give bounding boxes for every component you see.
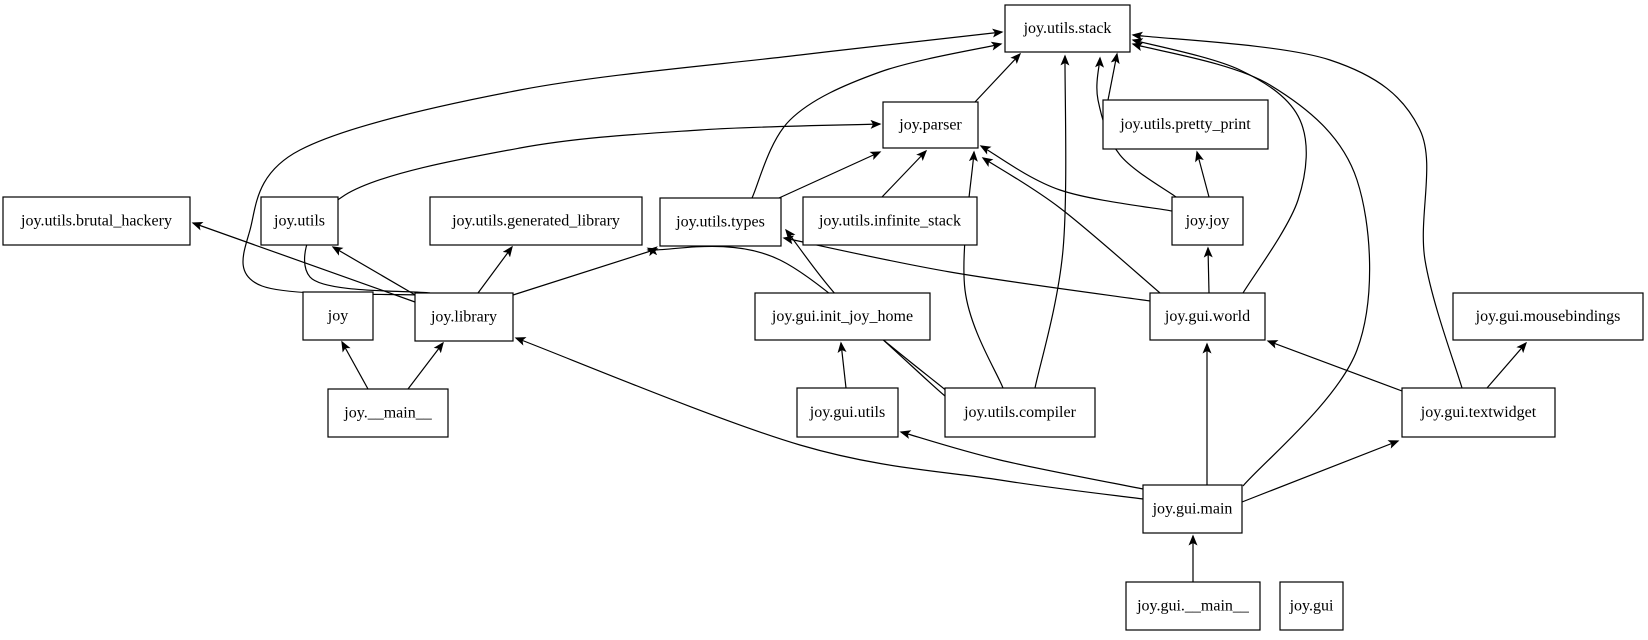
node-box xyxy=(1125,581,1261,631)
edge-joy-gui-world-to-joy-joy xyxy=(1203,246,1213,294)
node-label: joy.utils.pretty_print xyxy=(1119,116,1251,133)
edges-layer xyxy=(191,28,1527,582)
node-label: joy.utils.compiler xyxy=(963,404,1077,421)
node-box xyxy=(1279,581,1344,631)
edge-joy-utils-types-to-joy-parser xyxy=(778,151,882,199)
node-joy-gui-mousebindings: joy.gui.mousebindings xyxy=(1452,292,1644,341)
node-joy-gui: joy.gui xyxy=(1279,581,1344,631)
node-label: joy.gui.world xyxy=(1164,308,1250,325)
node-box xyxy=(882,101,979,149)
node-joy-gui-__main__: joy.gui.__main__ xyxy=(1125,581,1261,631)
node-joy-utils-stack: joy.utils.stack xyxy=(1004,4,1131,53)
node-label: joy.library xyxy=(430,309,497,326)
node-box xyxy=(1171,196,1244,246)
node-label: joy.__main__ xyxy=(343,405,432,422)
node-joy-utils-infinite_stack: joy.utils.infinite_stack xyxy=(802,196,978,246)
edge-joy-gui-main-to-joy-library xyxy=(514,337,1144,500)
node-joy-joy: joy.joy xyxy=(1171,196,1244,246)
edge-joy-library-to-joy-utils xyxy=(331,246,418,297)
node-joy-gui-world: joy.gui.world xyxy=(1149,292,1266,341)
edge-joy-utils-compiler-to-joy-utils-generated_library xyxy=(646,245,946,397)
edge-joy-joy-to-joy-utils-pretty_print xyxy=(1195,150,1210,198)
node-box xyxy=(414,292,514,342)
node-label: joy xyxy=(327,308,348,325)
node-label: joy.gui.__main__ xyxy=(1136,598,1250,615)
edge-joy-gui-world-to-joy-utils-stack xyxy=(1131,38,1307,294)
node-joy-gui-main: joy.gui.main xyxy=(1142,484,1243,534)
node-label: joy.parser xyxy=(898,117,962,134)
node-box xyxy=(429,196,643,246)
node-box xyxy=(1452,292,1644,341)
edge-joy-gui-world-to-joy-utils-types xyxy=(782,235,1151,302)
edge-joy-gui-utils-to-joy-gui-init_joy_home xyxy=(837,341,847,389)
node-box xyxy=(327,388,449,438)
node-box xyxy=(2,196,191,246)
edge-joy-library-to-joy-utils-stack xyxy=(242,28,1004,296)
edge-joy-utils-infinite_stack-to-joy-parser xyxy=(881,149,928,198)
node-box xyxy=(1004,4,1131,53)
node-joy-gui-textwidget: joy.gui.textwidget xyxy=(1401,387,1556,438)
edge-joy-gui-main-to-joy-gui-textwidget xyxy=(1241,440,1400,503)
node-joy-utils-types: joy.utils.types xyxy=(659,197,782,247)
edge-joy-library-to-joy-utils-types xyxy=(512,247,659,296)
edge-joy-library-to-joy-parser xyxy=(303,119,882,294)
edge-joy-joy-to-joy-parser xyxy=(979,145,1173,212)
edge-joy-library-to-joy-utils-generated_library xyxy=(477,245,513,294)
node-joy-utils-pretty_print: joy.utils.pretty_print xyxy=(1102,99,1269,150)
node-label: joy.gui.mousebindings xyxy=(1475,308,1621,325)
node-label: joy.utils.generated_library xyxy=(451,213,620,230)
node-box xyxy=(796,387,899,438)
edge-joy-utils-types-to-joy-utils-stack xyxy=(751,41,1003,199)
edge-joy-gui-main-to-joy-utils-stack xyxy=(1131,42,1371,487)
node-box xyxy=(659,197,782,247)
node-label: joy.gui.init_joy_home xyxy=(771,308,913,325)
edge-joy-__main__-to-joy xyxy=(341,340,369,390)
edge-joy-utils-compiler-to-joy-utils-stack xyxy=(1034,54,1070,389)
node-joy-utils-compiler: joy.utils.compiler xyxy=(944,387,1096,438)
node-joy-gui-init_joy_home: joy.gui.init_joy_home xyxy=(754,292,931,341)
node-joy-utils-generated_library: joy.utils.generated_library xyxy=(429,196,643,246)
edge-joy-gui-textwidget-to-joy-gui-mousebindings xyxy=(1486,341,1527,389)
node-label: joy.utils.infinite_stack xyxy=(818,213,961,230)
node-label: joy.utils.stack xyxy=(1023,20,1112,37)
node-joy-library: joy.library xyxy=(414,292,514,342)
node-box xyxy=(802,196,978,246)
node-box xyxy=(260,196,339,246)
node-label: joy.utils xyxy=(273,213,325,230)
edge-joy-gui-textwidget-to-joy-gui-world xyxy=(1266,340,1403,392)
edge-joy-utils-compiler-to-joy-parser xyxy=(963,150,1004,389)
edge-joy-parser-to-joy-utils-stack xyxy=(974,52,1022,103)
edge-joy-gui-main-to-joy-gui-utils xyxy=(899,430,1144,490)
node-box xyxy=(1149,292,1266,341)
node-joy-utils-brutal_hackery: joy.utils.brutal_hackery xyxy=(2,196,191,246)
node-box xyxy=(1401,387,1556,438)
node-joy-__main__: joy.__main__ xyxy=(327,388,449,438)
node-box xyxy=(1102,99,1269,150)
node-joy: joy xyxy=(302,291,374,341)
edge-joy-gui-textwidget-to-joy-utils-stack xyxy=(1131,31,1463,389)
node-label: joy.gui xyxy=(1289,598,1334,615)
node-box xyxy=(754,292,931,341)
nodes-layer: joy.utils.stack joy.parser joy.utils.prett… xyxy=(2,4,1644,631)
edge-joy-gui-world-to-joy-parser xyxy=(981,157,1161,294)
node-joy-parser: joy.parser xyxy=(882,101,979,149)
edge-joy-utils-pretty_print-to-joy-utils-stack xyxy=(1107,52,1120,101)
node-label: joy.gui.main xyxy=(1152,501,1233,518)
node-label: joy.utils.types xyxy=(675,214,765,231)
edge-joy-library-to-joy-utils-brutal_hackery xyxy=(191,221,416,303)
node-joy-gui-utils: joy.gui.utils xyxy=(796,387,899,438)
node-label: joy.utils.brutal_hackery xyxy=(20,213,172,230)
node-label: joy.gui.textwidget xyxy=(1420,404,1537,421)
node-box xyxy=(944,387,1096,438)
node-box xyxy=(1142,484,1243,534)
node-joy-utils: joy.utils xyxy=(260,196,339,246)
node-box xyxy=(302,291,374,341)
node-label: joy.joy xyxy=(1185,213,1230,230)
edge-joy-__main__-to-joy-library xyxy=(407,341,444,390)
node-label: joy.gui.utils xyxy=(809,404,885,421)
